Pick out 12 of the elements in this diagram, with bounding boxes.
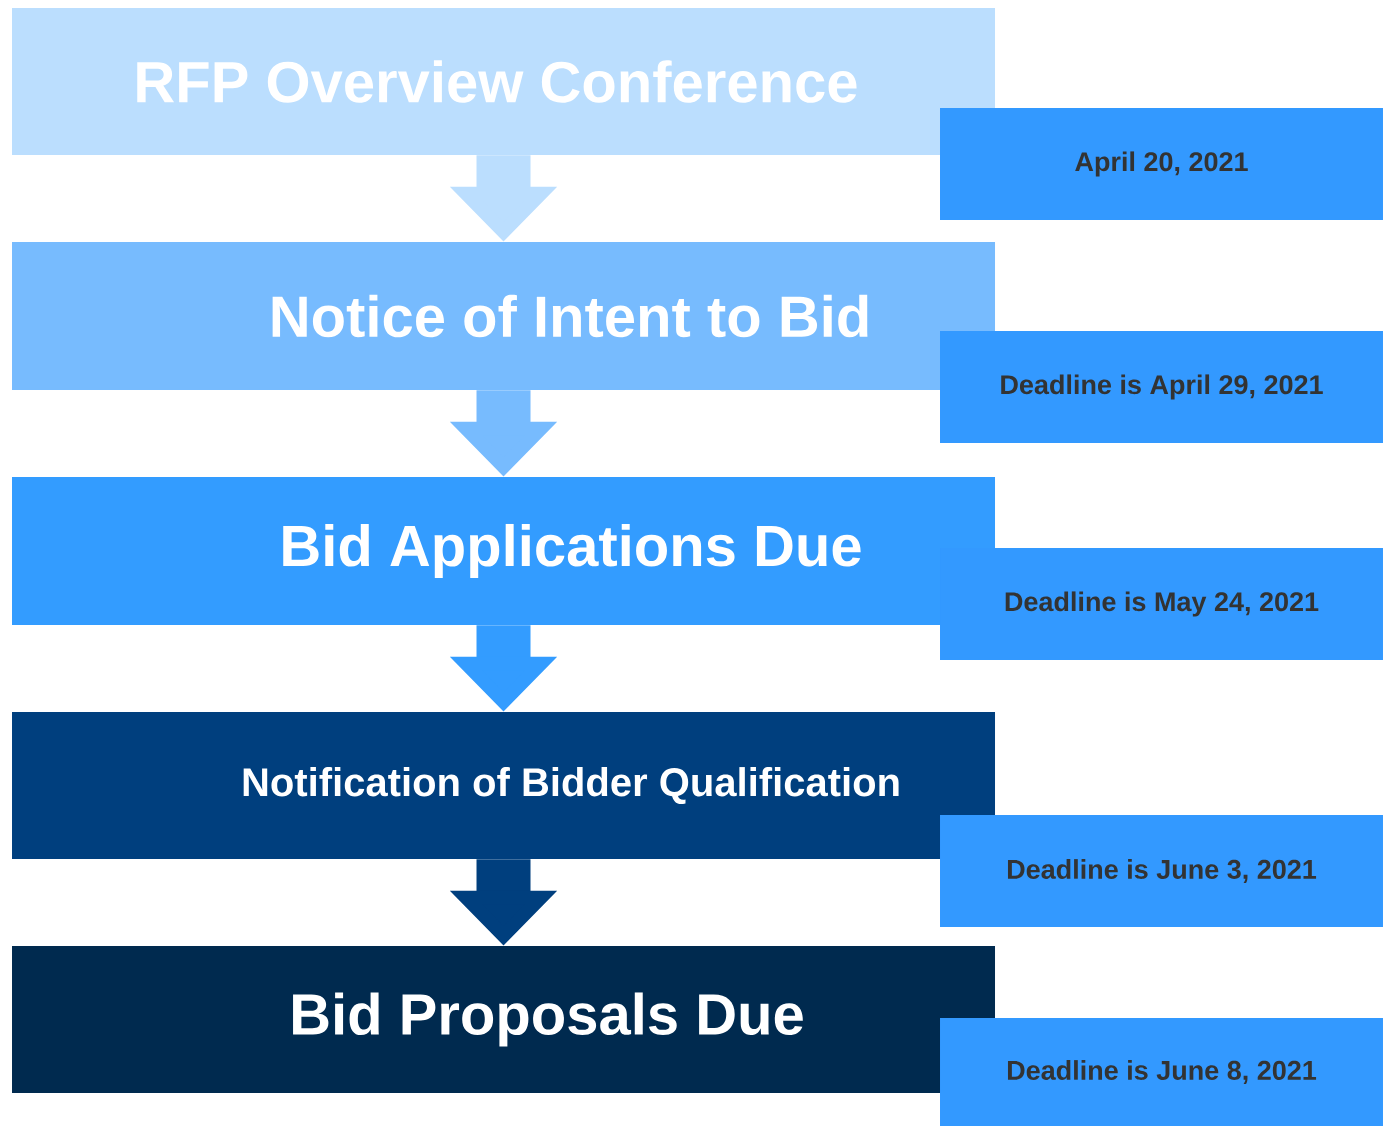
stage-box: Notification of Bidder Qualification: [12, 712, 995, 859]
node-label: Deadline is May 24, 2021: [1005, 591, 1319, 617]
stage-box: Bid Proposals Due: [12, 946, 995, 1093]
date-box: Deadline is May 24, 2021: [940, 548, 1383, 660]
node-label: Bid Applications Due: [283, 523, 861, 579]
date-box: Deadline is April 29, 2021: [940, 331, 1383, 443]
date-box: Deadline is June 3, 2021: [940, 815, 1383, 927]
stage-box: Notice of Intent to Bid: [12, 242, 995, 390]
date-box: April 20, 2021: [940, 108, 1383, 220]
stage-box: RFP Overview Conference: [12, 8, 995, 155]
date-box: Deadline is June 8, 2021: [940, 1018, 1383, 1126]
stage-box: Bid Applications Due: [12, 477, 995, 625]
